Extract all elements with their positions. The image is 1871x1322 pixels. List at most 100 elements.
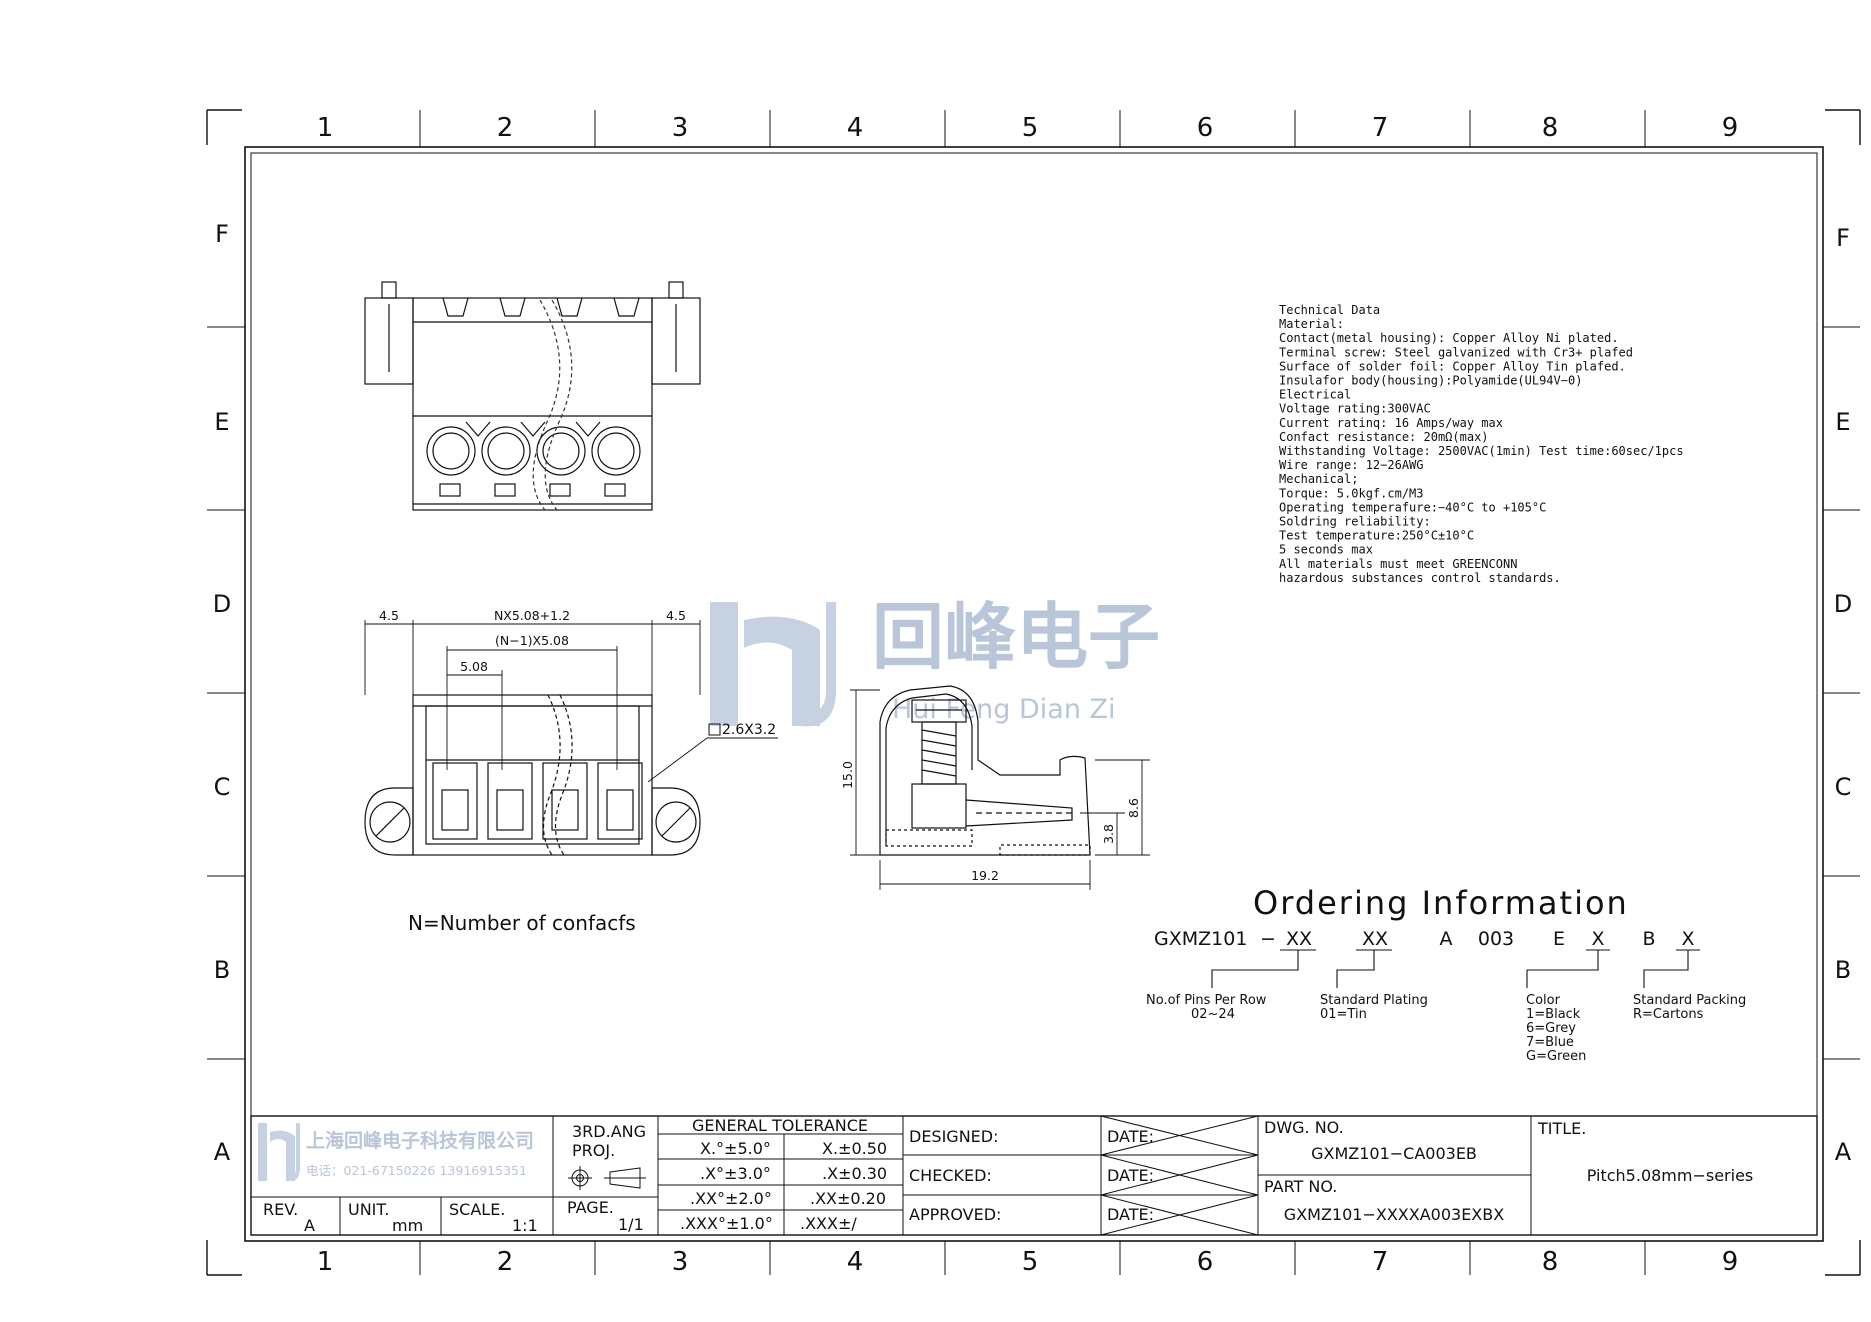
dwg-value: GXMZ101−CA003EB (1311, 1144, 1477, 1163)
row-label-left: F (215, 220, 229, 248)
col-label-bottom: 4 (847, 1247, 864, 1277)
technical-data-line: Voltage rating:300VAC (1279, 402, 1431, 416)
order-code-e: E (1553, 928, 1565, 950)
technical-data-line: Withstanding Voltage: 2500VAC(1min) Test… (1279, 444, 1684, 458)
checked-label: CHECKED: (909, 1166, 992, 1185)
top-view-drawing (364, 281, 701, 511)
approved-label: APPROVED: (909, 1205, 1001, 1224)
row-label-left: C (214, 773, 231, 801)
color-value: G=Green (1526, 1049, 1586, 1064)
tolerance-angle: .X°±3.0° (700, 1164, 771, 1183)
contacts-note: N=Number of confacfs (408, 911, 636, 935)
tolerance-linear: .X±0.30 (822, 1164, 887, 1183)
pins-range: 02~24 (1191, 1007, 1235, 1022)
technical-data-line: Wire range: 12−26AWG (1279, 458, 1424, 472)
col-label-top: 8 (1542, 113, 1559, 143)
date-label: DATE: (1107, 1205, 1154, 1224)
row-label-right: C (1835, 773, 1852, 801)
order-code-pack: X (1681, 928, 1694, 950)
color-value: 7=Blue (1526, 1035, 1574, 1050)
front-view-drawing (364, 620, 778, 856)
row-label-left: A (214, 1138, 231, 1166)
order-prefix: GXMZ101 (1154, 928, 1247, 950)
proj-label: 3RD.ANG (572, 1122, 646, 1141)
technical-data-line: Contact(metal housing): Copper Alloy Ni … (1279, 331, 1619, 345)
color-label: Color (1526, 993, 1561, 1008)
tolerance-angle: .XXX°±1.0° (680, 1214, 773, 1233)
title-block: 上海回峰电子科技有限公司 电话：021-67150226 13916915351… (250, 1115, 1818, 1236)
part-label: PART NO. (1264, 1177, 1337, 1196)
dim-total: NX5.08+1.2 (494, 608, 570, 623)
plating-value: 01=Tin (1320, 1007, 1367, 1022)
projection-symbol-icon (568, 1166, 646, 1190)
scale-label: SCALE. (449, 1200, 505, 1219)
col-label-top: 7 (1372, 113, 1389, 143)
order-code-a: A (1440, 928, 1453, 950)
col-label-top: 5 (1022, 113, 1039, 143)
col-label-top: 2 (497, 113, 514, 143)
order-code-plating: XX (1362, 928, 1388, 950)
column-labels: 1 2 3 4 5 6 7 8 9 1 2 3 4 5 6 7 8 9 (317, 113, 1739, 1277)
technical-data-line: All materials must meet GREENCONN (1279, 557, 1517, 571)
technical-data-line: Current ratinq: 16 Amps/way max (1279, 416, 1503, 430)
row-labels: F E D C B A F E D C B A (213, 220, 1852, 1166)
order-leader-lines (1211, 949, 1700, 988)
tolerance-angle: .XX°±2.0° (690, 1189, 772, 1208)
unit-value: mm (392, 1216, 423, 1235)
col-label-bottom: 2 (497, 1247, 514, 1277)
technical-data-line: Electrical (1279, 388, 1351, 402)
order-code-pins: XX (1286, 928, 1312, 950)
dim-pin-height: 8.6 (1126, 798, 1141, 818)
part-value: GXMZ101−XXXXA003EXBX (1284, 1205, 1504, 1224)
company-phone: 电话：021-67150226 13916915351 (306, 1163, 527, 1178)
date-label: DATE: (1107, 1166, 1154, 1185)
technical-data-line: Surface of solder foil: Copper Alloy Tin… (1279, 359, 1626, 373)
col-label-bottom: 6 (1197, 1247, 1214, 1277)
dim-pitch: 5.08 (460, 659, 488, 674)
col-label-bottom: 7 (1372, 1247, 1389, 1277)
technical-data-line: Insulafor body(housing):Polyamide(UL94V−… (1279, 374, 1582, 388)
row-label-left: E (214, 408, 229, 436)
watermark-logo (710, 602, 836, 727)
dim-depth: 19.2 (971, 868, 999, 883)
tolerance-title: GENERAL TOLERANCE (692, 1116, 868, 1135)
dim-side-left: 4.5 (379, 608, 399, 623)
rev-value: A (304, 1216, 315, 1235)
technical-data-line: hazardous substances control standards. (1279, 571, 1561, 585)
title-block-grid (250, 1115, 1818, 1236)
order-code-color: X (1591, 928, 1604, 950)
sheet-frame (206, 109, 1861, 1276)
row-label-left: B (214, 956, 230, 984)
dim-side-right: 4.5 (666, 608, 686, 623)
front-view-dimensions: 4.5 NX5.08+1.2 4.5 (N−1)X5.08 5.08 2.6X3… (379, 608, 776, 935)
title-label: TITLE. (1537, 1119, 1586, 1138)
dim-pin-offset: 3.8 (1101, 824, 1116, 844)
date-label: DATE: (1107, 1127, 1154, 1146)
pins-label: No.of Pins Per Row (1146, 993, 1267, 1008)
technical-data-heading: Technical Data (1279, 303, 1380, 317)
technical-data-line: 5 seconds max (1279, 543, 1373, 557)
tolerance-linear: .XXX±/ (800, 1214, 857, 1233)
technical-data-line: Operating temperafure:−40°C to +105°C (1279, 500, 1546, 514)
page-value: 1/1 (618, 1215, 644, 1234)
watermark: 回峰电子 Hui Feng Dian Zi (710, 595, 1160, 727)
col-label-top: 6 (1197, 113, 1214, 143)
packing-value: R=Cartons (1633, 1007, 1704, 1022)
technical-data-line: Confact resistance: 20mΩ(max) (1279, 430, 1489, 444)
scale-value: 1:1 (512, 1216, 538, 1235)
page-label: PAGE. (567, 1198, 614, 1217)
technical-data-line: Material: (1279, 317, 1344, 331)
col-label-bottom: 8 (1542, 1247, 1559, 1277)
col-label-top: 1 (317, 113, 334, 143)
hole-callout: 2.6X3.2 (722, 722, 776, 738)
packing-label: Standard Packing (1633, 993, 1746, 1008)
ordering-information: Ordering Information GXMZ101 − XX XX A 0… (1146, 884, 1746, 1064)
col-label-top: 9 (1722, 113, 1739, 143)
side-view-drawing (850, 685, 1150, 890)
row-label-right: A (1835, 1138, 1852, 1166)
tolerance-angle: X.°±5.0° (700, 1139, 771, 1158)
dim-span: (N−1)X5.08 (495, 633, 569, 648)
dim-height: 15.0 (840, 761, 855, 789)
